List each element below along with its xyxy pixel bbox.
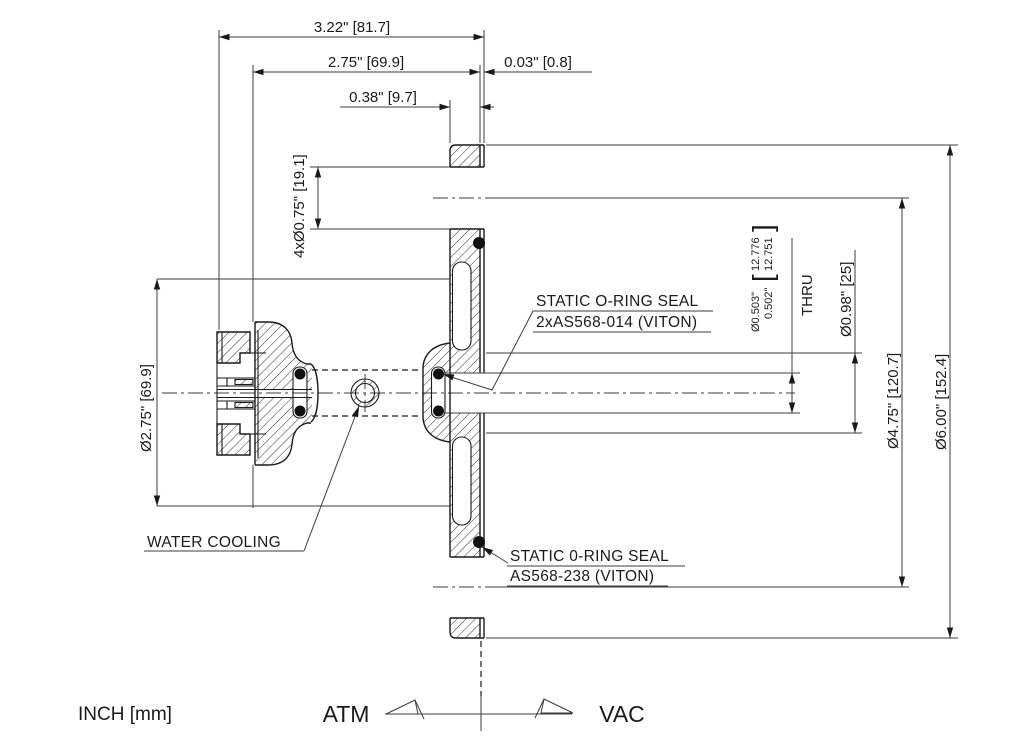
callout-oring-vac-line1: STATIC O-RING SEAL — [536, 293, 699, 310]
dim-bore-bracket-close: ] — [747, 224, 778, 232]
callouts: STATIC O-RING SEAL 2xAS568-014 (VITON) W… — [144, 293, 713, 587]
dim-bore-stack: Ø0.503" 0.502" [ 12.776 12.751 ] — [747, 224, 778, 332]
vac-label: VAC — [599, 701, 645, 727]
dim-overall-length: 3.22" [81.7] — [314, 19, 390, 36]
water-tube-section — [350, 378, 380, 408]
oring-stem-top — [294, 368, 306, 380]
callout-oring-vac-line2: 2xAS568-014 (VITON) — [536, 314, 697, 331]
feedthrough-body — [216, 321, 380, 466]
oring-hub-top — [433, 368, 444, 380]
flange-relief-slot-bottom — [451, 436, 472, 526]
dim-counterbore: Ø0.98" [25] — [838, 262, 855, 337]
atm-label: ATM — [323, 701, 370, 727]
dim-bore-mm-lower: 12.751 — [763, 237, 775, 271]
bell-outline-top — [255, 321, 311, 365]
dim-bolt-circle: Ø4.75" [120.7] — [885, 353, 902, 449]
stem-tip — [310, 363, 319, 423]
dim-bore-thru: THRU — [799, 274, 816, 316]
hub-shoulder-bottom — [422, 417, 451, 443]
units-note: INCH [mm] — [78, 704, 172, 725]
dim-bore-inch-upper: Ø0.503" — [750, 292, 762, 332]
hub-oring-gland — [430, 366, 446, 419]
callout-oring-face-line2: AS568-238 (VITON) — [510, 568, 654, 585]
centerlines — [162, 197, 795, 588]
callout-water-cooling: WATER COOLING — [147, 534, 281, 551]
flange-section — [422, 144, 485, 639]
dim-bore-mm-upper: 12.776 — [750, 237, 762, 271]
flange-relief-slot-top — [451, 261, 472, 351]
dim-bore-bracket-open: [ — [747, 274, 778, 282]
dim-bore-inch-lower: 0.502" — [763, 287, 775, 319]
oring-stem-bottom — [294, 405, 306, 417]
stem-oring-gland — [292, 366, 308, 419]
dimension-text: 3.22" [81.7] 2.75" [69.9] 0.03" [0.8] 0.… — [138, 19, 950, 452]
flow-indicator: ATM VAC — [323, 698, 645, 727]
oring-hub-bottom — [433, 405, 444, 417]
oring-face-bottom — [473, 536, 485, 548]
dim-bolt-holes: 4xØ0.75" [19.1] — [291, 154, 308, 258]
dimension-lines — [153, 33, 954, 638]
dim-flange-diameter: Ø6.00" [152.4] — [933, 354, 950, 450]
dim-face-step: 0.03" [0.8] — [504, 54, 572, 71]
dim-body-length: 2.75" [69.9] — [328, 54, 404, 71]
hub-shoulder-top — [422, 342, 451, 368]
dim-flange-thickness: 0.38" [9.7] — [349, 89, 417, 106]
bell-outline-bottom — [255, 422, 311, 466]
dim-body-diameter: Ø2.75" [69.9] — [138, 364, 155, 452]
callout-oring-face-line1: STATIC 0-RING SEAL — [510, 548, 669, 565]
oring-face-top — [473, 237, 485, 249]
extension-lines — [157, 30, 958, 639]
